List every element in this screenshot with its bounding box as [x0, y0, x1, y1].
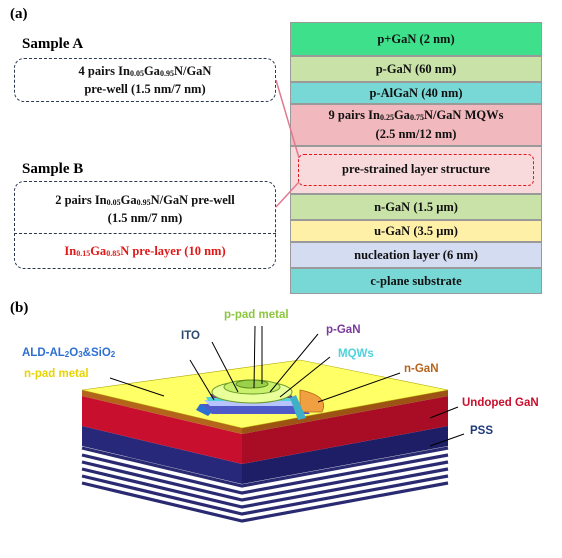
panel-b-label: (b) [10, 300, 29, 316]
layer-pre-strained-label: pre-strained layer structure [342, 162, 490, 176]
layer-mqws-line2: (2.5 nm/12 nm) [375, 127, 457, 141]
label-ito: ITO [181, 330, 200, 342]
layer-mqws: 9 pairs In0.25Ga0.75N/GaN MQWs (2.5 nm/1… [290, 104, 542, 146]
n-contact [290, 395, 306, 420]
label-p-pad-metal: p-pad metal [224, 309, 289, 321]
layer-mqws-line1: 9 pairs In0.25Ga0.75N/GaN MQWs [328, 108, 504, 122]
layer-n-gan: n-GaN (1.5 μm) [290, 194, 542, 220]
label-n-pad-metal: n-pad metal [24, 368, 89, 380]
panel-a-label: (a) [10, 6, 28, 22]
sample-b-divider [14, 233, 276, 234]
layer-p-gan: p-GaN (60 nm) [290, 56, 542, 82]
sample-a-line2: pre-well (1.5 nm/7 nm) [84, 82, 206, 96]
sample-b-line1: 2 pairs In0.05Ga0.95N/GaN pre-well [55, 193, 235, 207]
undoped-gan-layer [82, 396, 448, 464]
connector-sample-b [275, 181, 300, 208]
label-n-gan: n-GaN [404, 363, 439, 375]
connector-lines [275, 79, 300, 208]
led-3d-diagram [81, 325, 465, 524]
n-gan-thin-layer [82, 390, 448, 434]
layer-u-gan: u-GaN (3.5 μm) [290, 220, 542, 242]
layer-p-algan: p-AlGaN (40 nm) [290, 82, 542, 104]
sample-a-line1: 4 pairs In0.05Ga0.95N/GaN [78, 64, 212, 78]
connector-sample-a [275, 79, 300, 159]
sample-a-box [14, 58, 276, 102]
sample-b-box [14, 181, 276, 269]
layer-p-plus-gan: p+GaN (2 nm) [290, 22, 542, 56]
leader-lines [109, 325, 465, 447]
sample-a-title: Sample A [22, 36, 84, 52]
sample-b-prelayer: In0.15Ga0.85N pre-layer (10 nm) [64, 244, 226, 258]
label-ald: ALD-AL2O3&SiO2 [22, 347, 116, 359]
label-pss: PSS [470, 425, 494, 437]
passivation-edge [196, 404, 212, 416]
pss-layer [82, 426, 448, 484]
label-p-gan: p-GaN [326, 324, 361, 336]
n-gan-pad [299, 389, 325, 413]
pre-strained-highlight [298, 154, 534, 186]
label-mqws: MQWs [338, 348, 374, 360]
layer-nucleation: nucleation layer (6 nm) [290, 242, 542, 268]
sample-b-title: Sample B [22, 161, 84, 177]
label-undoped-gan: Undoped GaN [462, 397, 539, 409]
sample-b-line2: (1.5 nm/7 nm) [107, 211, 183, 225]
mesa-stack [196, 379, 325, 420]
layer-substrate: c-plane substrate [290, 268, 542, 294]
